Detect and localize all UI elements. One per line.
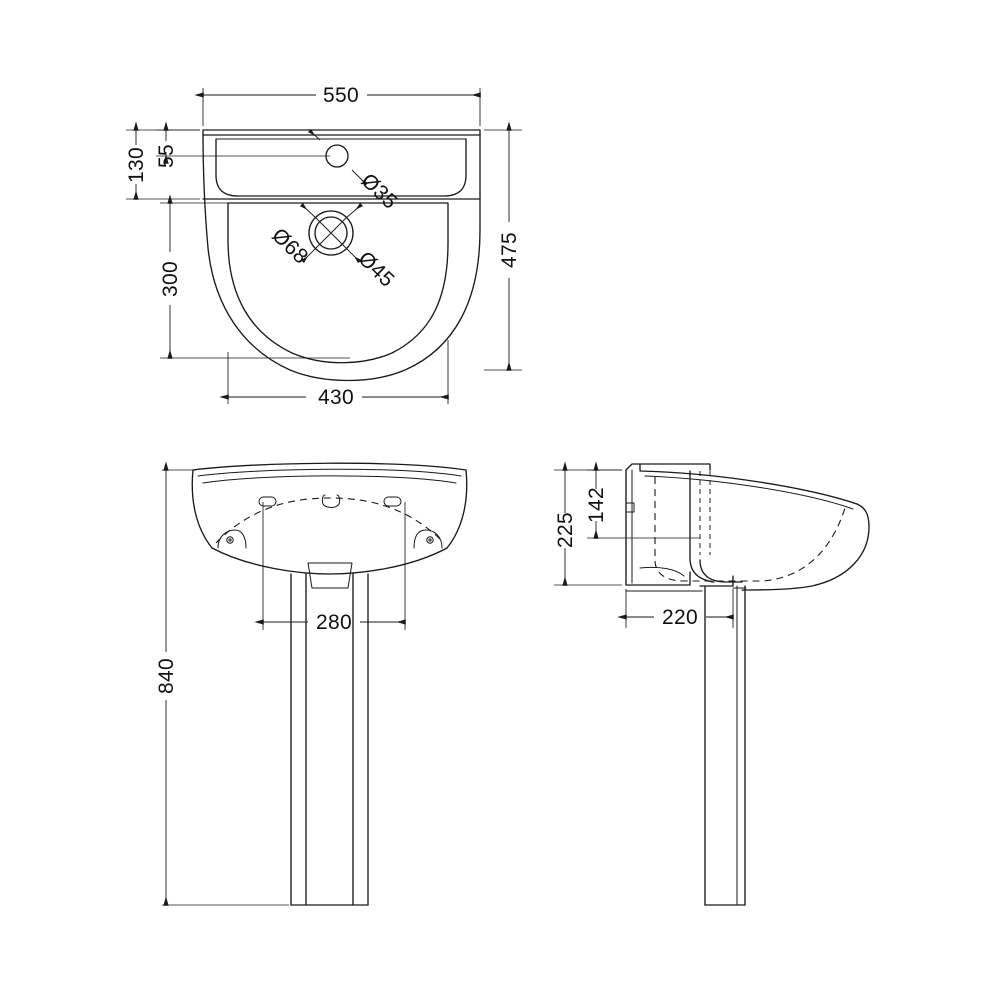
label-550: 550	[323, 84, 359, 107]
label-300: 300	[159, 261, 182, 297]
dim-bowl-depth-300: 300	[159, 194, 350, 359]
basin-outer-outline	[202, 129, 481, 382]
dim-bracket-centres-280: 280	[254, 502, 406, 634]
label-225: 225	[554, 512, 577, 548]
basin-side-top-rim	[639, 463, 858, 510]
label-475: 475	[498, 232, 521, 268]
label-430: 430	[318, 386, 354, 409]
dim-back-ledge-130: 130	[125, 121, 200, 200]
overflow-slot-right	[383, 496, 402, 507]
dim-inner-back-height-142: 142	[585, 461, 700, 539]
basin-side-underside	[625, 470, 743, 587]
label-waste-outer-dia: Ø68	[267, 224, 312, 269]
basin-side-front-profile	[741, 503, 870, 591]
side-view: 225 142 220	[554, 461, 870, 906]
pedestal-front	[290, 573, 369, 906]
dim-total-height-840: 840	[155, 461, 289, 906]
pedestal-side	[704, 585, 746, 906]
basin-side-inner-bowl-dashed	[654, 471, 846, 582]
pedestal-collar	[307, 562, 353, 589]
bowl-rim-outline	[215, 138, 467, 197]
front-view: 840 280	[155, 461, 468, 906]
overflow-slot-left	[258, 496, 277, 507]
basin-front-body	[191, 462, 468, 575]
tap-hole-leader	[307, 128, 369, 187]
basin-side-base-edge	[625, 587, 747, 592]
waste-hole-leaders	[299, 202, 364, 264]
label-840: 840	[155, 658, 178, 694]
top-view: Ø35 Ø68 Ø45 550	[125, 84, 522, 409]
center-overflow-detail	[321, 494, 341, 508]
label-142: 142	[585, 487, 608, 523]
dim-overall-depth-475: 475	[484, 121, 522, 371]
label-130: 130	[125, 147, 148, 183]
label-55: 55	[155, 144, 178, 168]
label-220: 220	[662, 606, 698, 629]
dim-projection-220: 220	[617, 589, 734, 629]
basin-side-back	[625, 463, 641, 586]
bowl-inner-outline	[227, 202, 449, 364]
waste-hole	[308, 210, 354, 256]
label-tap-hole-dia: Ø35	[357, 169, 402, 214]
back-ledge-edge	[202, 134, 481, 200]
label-280: 280	[316, 611, 352, 634]
dim-overall-width-550: 550	[194, 84, 481, 126]
dim-taphole-setback-55: 55	[155, 121, 330, 168]
bracket-left	[217, 529, 247, 549]
bracket-right	[413, 529, 443, 549]
dim-bowl-width-430: 430	[219, 340, 449, 409]
label-waste-inner-dia: Ø45	[354, 247, 399, 292]
